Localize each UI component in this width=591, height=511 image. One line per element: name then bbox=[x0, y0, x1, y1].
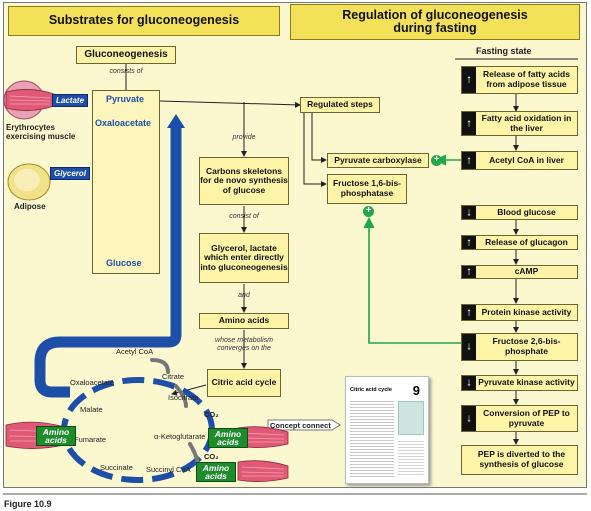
thumbnail-title: Citric acid cycle bbox=[350, 387, 392, 393]
gluconeogenesis-title: Gluconeogenesis bbox=[76, 46, 176, 64]
fructose-bisphosphatase-box: Fructose 1,6-bis-phosphatase bbox=[327, 174, 407, 204]
fasting-item: ↓ Blood glucose bbox=[461, 205, 578, 220]
adipose-label: Adipose bbox=[14, 202, 46, 211]
fasting-item-label: Acetyl CoA in liver bbox=[489, 154, 564, 165]
activation-plus-pyruvate: + bbox=[431, 155, 442, 166]
fasting-item: ↓ Fructose 2,6-bis-phosphate bbox=[461, 333, 578, 361]
gluconeogenesis-pathway-box bbox=[92, 90, 160, 274]
amino-acids-box: Amino acids bbox=[199, 313, 289, 329]
glycerol-lactate-box: Glycerol, lactate which enter directly i… bbox=[199, 233, 289, 283]
fasting-item-label: Release of fatty acids from adipose tiss… bbox=[483, 69, 570, 89]
concept-connect-label[interactable]: Concept connect bbox=[270, 421, 331, 430]
oxaloacetate-return-arrow bbox=[34, 124, 182, 398]
fasting-state-label: Fasting state bbox=[476, 46, 532, 56]
thumbnail-text-lines bbox=[350, 399, 394, 479]
header-regulation: Regulation of gluconeogenesis during fas… bbox=[290, 4, 580, 40]
lactate-tag: Lactate bbox=[52, 94, 89, 107]
fasting-item: ↑ Release of fatty acids from adipose tis… bbox=[461, 66, 578, 94]
co2-label-a: CO₂ bbox=[204, 410, 219, 419]
citric-acid-thumbnail[interactable]: Citric acid cycle 9 bbox=[345, 376, 429, 484]
regulated-branches bbox=[303, 113, 327, 187]
cycle-oxaloacetate-label: Oxaloacetate bbox=[70, 378, 115, 387]
pyruvate-carboxylase-box: Pyruvate carboxylase bbox=[327, 153, 429, 168]
increase-arrow-icon: ↑ bbox=[462, 305, 476, 320]
amino-acids-tag-alphakg: Amino acids bbox=[208, 428, 248, 449]
fasting-item: ↑ Release of glucagon bbox=[461, 235, 578, 250]
fasting-item-label: Fructose 2,6-bis-phosphate bbox=[492, 336, 561, 356]
increase-arrow-icon: ↑ bbox=[462, 152, 476, 169]
fasting-item: ↑ Protein kinase activity bbox=[461, 304, 578, 321]
increase-arrow-icon: ↑ bbox=[462, 266, 476, 278]
no-arrow-spacer bbox=[462, 446, 466, 474]
decrease-arrow-icon: ↓ bbox=[462, 376, 476, 390]
succinate-label: Succinate bbox=[100, 463, 133, 472]
increase-arrow-icon: ↑ bbox=[462, 112, 476, 135]
provide-label: provide bbox=[232, 134, 256, 141]
glycerol-tag: Glycerol bbox=[50, 167, 91, 180]
carbon-skeletons-box: Carbons skeletons for de novo synthesis … bbox=[199, 157, 289, 205]
malate-label: Malate bbox=[80, 405, 103, 414]
erythrocytes-label: Erythrocytes exercising muscle bbox=[6, 123, 76, 141]
thumbnail-text-lines-2 bbox=[398, 439, 424, 477]
fasting-item: ↑Fatty acid oxidation in the liver bbox=[461, 111, 578, 136]
glucose-label: Glucose bbox=[106, 258, 142, 268]
consist-of-label: consist of bbox=[229, 213, 259, 220]
acetyl-coa-label: Acetyl CoA bbox=[116, 347, 154, 356]
whose-metabolism-label: whose metabolism converges on the bbox=[215, 337, 273, 353]
decrease-arrow-icon: ↓ bbox=[462, 334, 476, 360]
fasting-item-label: Blood glucose bbox=[497, 206, 556, 217]
fasting-item: ↓ Conversion of PEP to pyruvate bbox=[461, 405, 578, 432]
decrease-arrow-icon: ↓ bbox=[462, 206, 476, 219]
amino-acids-tag-fumarate: Amino acids bbox=[36, 426, 76, 447]
fasting-item: ↓Pyruvate kinase activity bbox=[461, 375, 578, 391]
fasting-item-label: Release of glucagon bbox=[485, 236, 568, 247]
activation-plus-fructose: + bbox=[363, 206, 374, 217]
isocitrate-label: Isocitrate bbox=[168, 393, 199, 402]
increase-arrow-icon: ↑ bbox=[462, 236, 476, 249]
fasting-item: ↑ Acetyl CoA in liver bbox=[461, 151, 578, 170]
fasting-item-label: Conversion of PEP to pyruvate bbox=[483, 407, 570, 428]
citrate-label: Citrate bbox=[162, 372, 185, 381]
co2-label-b: CO₂ bbox=[204, 452, 219, 461]
fasting-item-label: cAMP bbox=[514, 266, 539, 277]
fasting-item-label: Protein kinase activity bbox=[481, 306, 572, 317]
citric-to-cycle-arrow bbox=[171, 384, 207, 396]
pyruvate-to-regulated bbox=[159, 100, 301, 108]
succinyl-coa-label: Succinyl CoA bbox=[146, 465, 191, 474]
fasting-item: PEP is diverted to the synthesis of gluc… bbox=[461, 445, 578, 475]
citric-acid-cycle-box: Citric acid cycle bbox=[207, 369, 281, 397]
and-label: and bbox=[238, 292, 250, 299]
header-substrates: Substrates for gluconeogenesis bbox=[8, 6, 280, 36]
consists-of-label: consists of bbox=[109, 68, 143, 75]
decrease-arrow-icon: ↓ bbox=[462, 406, 476, 431]
thumbnail-number: 9 bbox=[412, 383, 420, 398]
f26bp-activates-line bbox=[363, 216, 461, 344]
pyruvate-label: Pyruvate bbox=[106, 94, 145, 104]
fasting-item-label: Pyruvate kinase activity bbox=[478, 377, 575, 388]
fasting-item-label: PEP is diverted to the synthesis of gluc… bbox=[477, 449, 566, 469]
fasting-item-label: Fatty acid oxidation in the liver bbox=[481, 112, 572, 133]
alpha-ketoglutarate-label: α-Ketoglutarate bbox=[154, 432, 206, 441]
oxaloacetate-label: Oxaloacetate bbox=[95, 118, 152, 128]
figure-caption: Figure 10.9 bbox=[4, 499, 52, 509]
return-arrow-head bbox=[167, 114, 185, 128]
thumbnail-figure bbox=[398, 401, 424, 435]
increase-arrow-icon: ↑ bbox=[462, 67, 476, 93]
regulated-steps-box: Regulated steps bbox=[300, 97, 380, 113]
fumarate-label: Fumarate bbox=[74, 435, 107, 444]
amino-acids-tag-succinyl: Amino acids bbox=[196, 462, 236, 483]
fasting-item: ↑ cAMP bbox=[461, 265, 578, 279]
